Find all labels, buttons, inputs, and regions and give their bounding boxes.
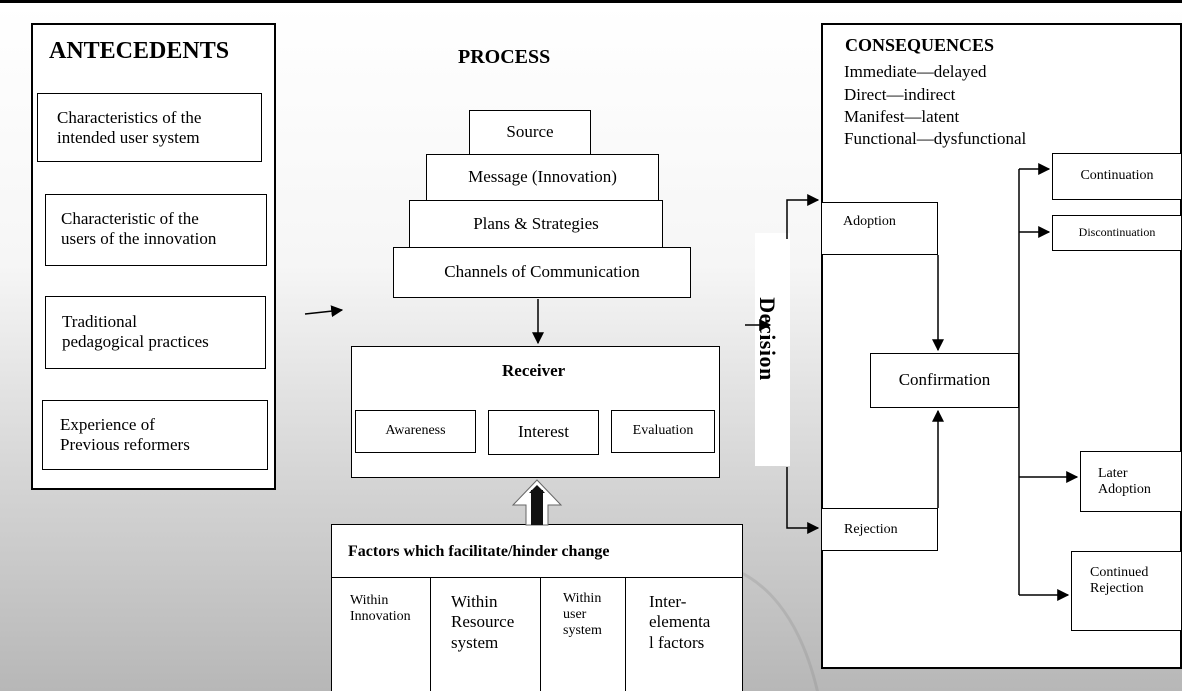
consequence-type-3: Manifest—latent xyxy=(844,107,960,126)
factors-column-resource-label: Within Resource system xyxy=(451,592,515,652)
consequence-type-2: Direct—indirect xyxy=(844,85,956,104)
pyramid-source-label: Source xyxy=(506,122,554,142)
confirmation-label: Confirmation xyxy=(898,370,991,390)
continuation-box xyxy=(1052,153,1182,200)
antecedents-to-process-arrow xyxy=(304,305,344,318)
factors-column-user-system xyxy=(540,577,626,691)
consequence-type-4: Functional—dysfunctional xyxy=(844,129,1027,148)
factors-column-interelemental xyxy=(625,577,743,691)
pyramid-channels-label: Channels of Communication xyxy=(444,262,640,282)
receiver-stage-evaluation-label: Evaluation xyxy=(632,423,694,439)
connector-layer xyxy=(304,163,1079,601)
discontinuation-box xyxy=(1052,215,1182,251)
factors-column-innovation xyxy=(331,577,431,691)
receiver-stage-interest xyxy=(488,410,599,455)
pyramid-message xyxy=(426,154,659,201)
antecedent-item-pedagogy xyxy=(45,296,266,369)
rejection-box xyxy=(821,508,938,551)
factors-column-resource xyxy=(430,577,541,691)
factors-to-receiver-arrow xyxy=(511,479,563,526)
adoption-label: Adoption xyxy=(843,214,896,229)
rejection-label: Rejection xyxy=(844,522,898,537)
pyramid-message-label: Message (Innovation) xyxy=(468,167,617,187)
factors-column-innovation-label: Within Innovation xyxy=(350,593,411,625)
decision-to-rejection-arrow xyxy=(786,467,820,534)
decision-to-adoption-arrow xyxy=(786,194,820,239)
confirmation-box xyxy=(870,353,1019,408)
antecedent-item-user-system xyxy=(37,93,262,162)
pyramid-channels xyxy=(393,247,691,298)
process-title: PROCESS xyxy=(458,46,551,68)
pyramid-source xyxy=(469,110,591,155)
receiver-stage-interest-label: Interest xyxy=(518,422,569,442)
decision-strip xyxy=(755,233,790,466)
continuation-label: Continuation xyxy=(1080,168,1154,184)
adoption-box xyxy=(821,202,938,255)
antecedents-title: ANTECEDENTS xyxy=(49,38,230,64)
antecedent-item-reformers xyxy=(42,400,268,470)
receiver-stage-evaluation xyxy=(611,410,715,453)
factors-column-interelemental-label: Inter- elementa l factors xyxy=(649,592,711,652)
antecedent-item-users-label: Characteristic of the users of the innov… xyxy=(61,208,217,248)
antecedent-item-users xyxy=(45,194,267,266)
consequence-type-1: Immediate—delayed xyxy=(844,62,987,81)
factors-title: Factors which facilitate/hinder change xyxy=(348,543,610,560)
factors-column-user-system-label: Within user system xyxy=(563,591,602,639)
consequences-title: CONSEQUENCES xyxy=(845,35,995,55)
pyramid-plans-label: Plans & Strategies xyxy=(473,213,599,233)
receiver-stage-awareness xyxy=(355,410,476,453)
continued-rejection-label: Continued Rejection xyxy=(1090,565,1149,597)
antecedent-item-reformers-label: Experience of Previous reformers xyxy=(60,414,190,454)
receiver-stage-awareness-label: Awareness xyxy=(385,423,446,439)
receiver-title: Receiver xyxy=(502,361,566,380)
continued-rejection-box xyxy=(1071,551,1182,631)
antecedent-item-pedagogy-label: Traditional pedagogical practices xyxy=(62,311,209,351)
discontinuation-label: Discontinuation xyxy=(1078,225,1156,240)
later-adoption-label: Later Adoption xyxy=(1098,466,1151,498)
antecedent-item-user-system-label: Characteristics of the intended user sys… xyxy=(57,107,202,147)
